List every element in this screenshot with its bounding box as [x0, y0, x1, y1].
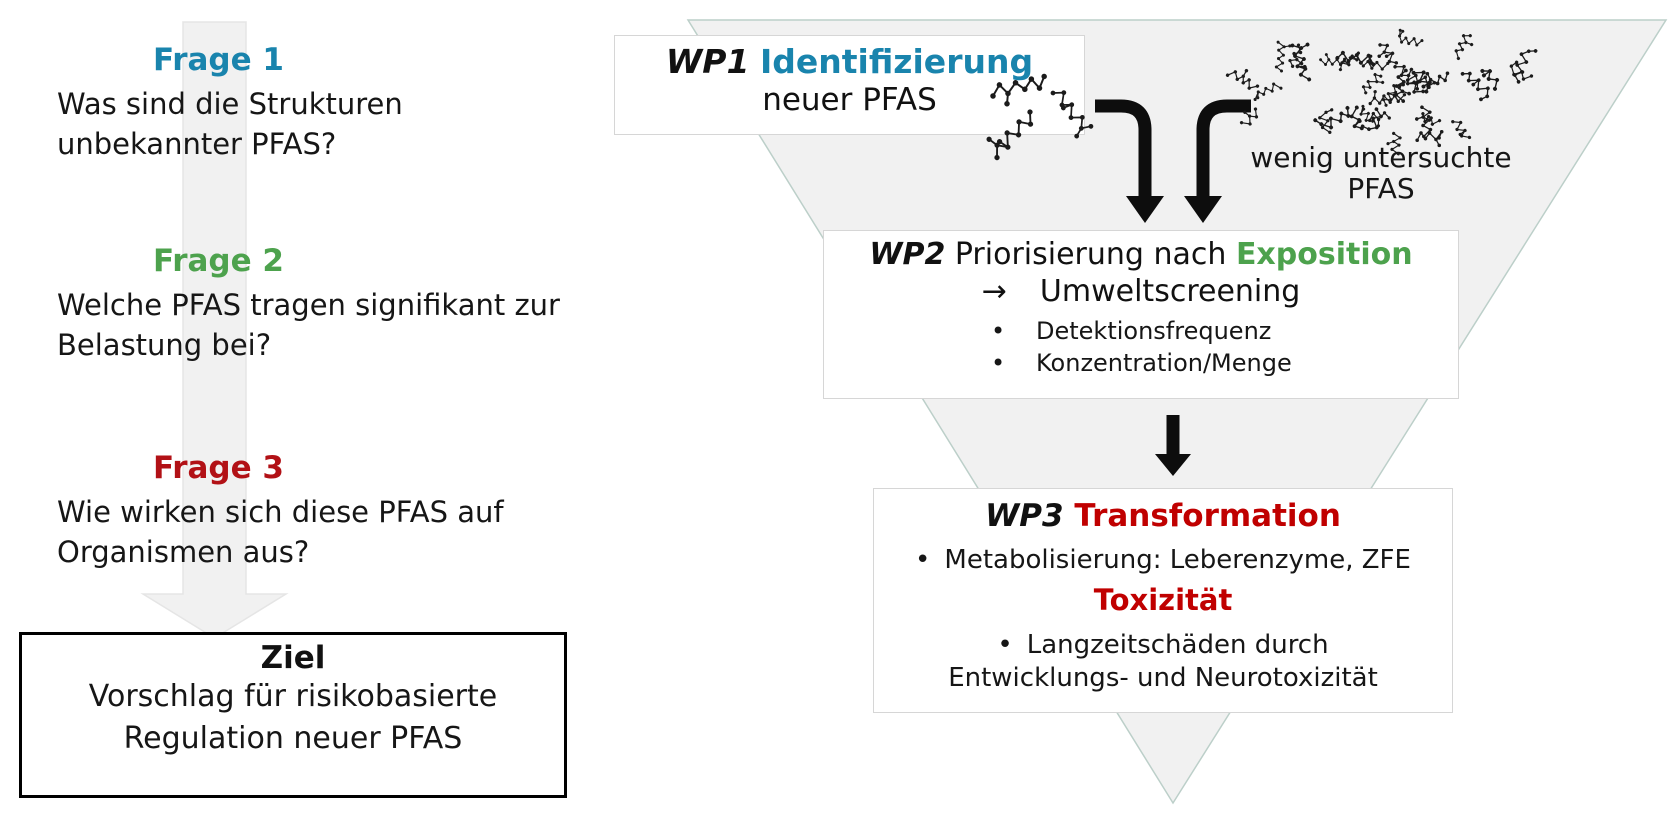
wp2-title-plain: Priorisierung nach	[945, 237, 1236, 272]
wp2-title-line: WP2 Priorisierung nach Exposition	[824, 237, 1458, 272]
wp2-tag: WP2	[869, 237, 946, 272]
wp3-bullet-2-line-1: •Langzeitschäden durch	[997, 630, 1329, 660]
wp3-title: Transformation	[1063, 498, 1341, 534]
question-2-text: Welche PFAS tragen signifikant zur Belas…	[57, 285, 560, 365]
goal-box: Ziel Vorschlag für risikobasierte Regula…	[19, 632, 567, 798]
question-1-text: Was sind die Strukturen unbekannter PFAS…	[57, 84, 403, 164]
straight-arrow-wp2-wp3	[1155, 415, 1191, 476]
question-1-heading: Frage 1	[153, 42, 284, 78]
question-2-heading: Frage 2	[153, 243, 284, 279]
bullet-icon: •	[991, 317, 1006, 345]
question-2-line-1: Welche PFAS tragen signifikant zur	[57, 288, 560, 322]
wp2-bullet-2: • Konzentration/Menge	[991, 347, 1458, 379]
question-3-heading: Frage 3	[153, 450, 284, 486]
wp2-screening-text: Umweltscreening	[1039, 274, 1301, 309]
goal-title: Ziel	[260, 640, 326, 676]
question-2-line-2: Belastung bei?	[57, 328, 272, 362]
wp3-subtitle: Toxizität	[1093, 583, 1233, 617]
annotation-line-2: PFAS	[1347, 172, 1415, 205]
wp3-tag: WP3	[985, 498, 1064, 534]
right-arrow-glyph: →	[981, 274, 1007, 309]
wp1-tag: WP1	[665, 42, 750, 81]
goal-line-1: Vorschlag für risikobasierte	[88, 679, 498, 714]
wp2-title-highlight: Exposition	[1235, 237, 1413, 272]
wp3-title-line: WP3 Transformation	[874, 498, 1452, 534]
curved-arrow-left	[1095, 99, 1164, 223]
wp2-screening-line: → Umweltscreening	[824, 274, 1458, 309]
molecule-cluster-icon	[1225, 28, 1538, 156]
annotation-little-studied-pfas: wenig untersuchte PFAS	[1231, 142, 1531, 204]
question-3-line-2: Organismen aus?	[57, 535, 310, 569]
goal-line-2: Regulation neuer PFAS	[123, 721, 463, 756]
bullet-icon: •	[991, 349, 1006, 377]
question-1-line-2: unbekannter PFAS?	[57, 127, 337, 161]
wp1-box: WP1 Identifizierung neuer PFAS	[614, 35, 1085, 135]
wp2-bullet-list: • Detektionsfrequenz • Konzentration/Menge	[824, 315, 1458, 379]
wp3-box: WP3 Transformation • Metabolisierung: Leb…	[873, 488, 1453, 713]
wp1-subtitle: neuer PFAS	[762, 82, 937, 118]
wp2-bullet-1: • Detektionsfrequenz	[991, 315, 1458, 347]
wp3-bullet-2: •Langzeitschäden durch Entwicklungs- und…	[874, 629, 1452, 695]
wp2-bullet-1-text: Detektionsfrequenz	[1036, 317, 1272, 345]
wp1-title-line: WP1 Identifizierung	[615, 42, 1084, 81]
wp2-box: WP2 Priorisierung nach Exposition → Umwe…	[823, 230, 1459, 399]
bullet-icon: •	[915, 545, 931, 575]
question-1-line-1: Was sind die Strukturen	[57, 87, 403, 121]
bullet-icon: •	[997, 630, 1013, 660]
question-3-text: Wie wirken sich diese PFAS auf Organisme…	[57, 492, 504, 572]
wp3-bullet-1-text: Metabolisierung: Leberenzyme, ZFE	[944, 545, 1411, 575]
annotation-line-1: wenig untersuchte	[1250, 141, 1512, 174]
wp2-bullet-2-text: Konzentration/Menge	[1036, 349, 1292, 377]
wp3-bullet-2-line-2: Entwicklungs- und Neurotoxizität	[948, 663, 1378, 693]
wp1-title: Identifizierung	[759, 42, 1034, 81]
wp3-bullet-1: • Metabolisierung: Leberenzyme, ZFE	[874, 545, 1452, 575]
question-3-line-1: Wie wirken sich diese PFAS auf	[57, 495, 504, 529]
